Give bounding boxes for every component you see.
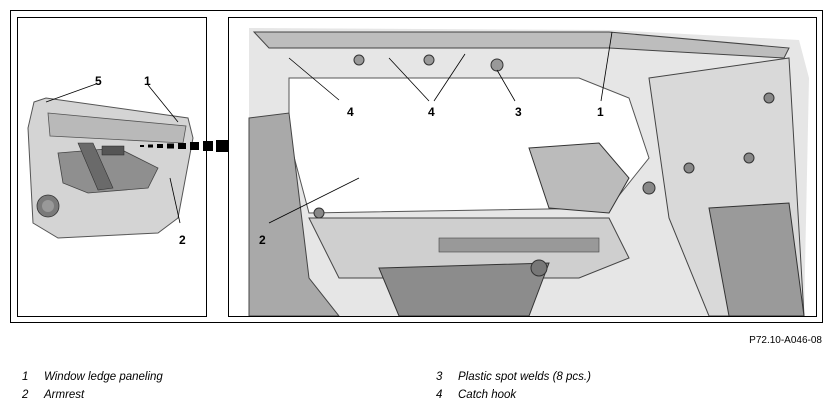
- legend-right: 3 Plastic spot welds (8 pcs.) 4 Catch ho…: [436, 368, 591, 404]
- legend-label: Catch hook: [458, 389, 517, 401]
- detail-view: 4 4 3 1 2: [228, 17, 817, 317]
- legend-number: 4: [436, 389, 443, 401]
- legend-number: 1: [22, 371, 29, 383]
- door-panel-detail-drawing: [248, 28, 809, 316]
- figure-reference-code: P72.10-A046-08: [749, 335, 822, 346]
- legend-left: 1 Window ledge paneling 2 Armrest: [22, 368, 163, 404]
- legend-number: 3: [436, 371, 443, 383]
- legend-label: Plastic spot welds (8 pcs.): [458, 371, 591, 383]
- callout-5: 5: [95, 74, 102, 88]
- legend-label: Armrest: [44, 389, 85, 401]
- door-overview-drawing: [27, 83, 194, 239]
- legend-item: 3 Plastic spot welds (8 pcs.): [436, 368, 591, 386]
- callout-2: 2: [259, 233, 266, 247]
- legend-item: 2 Armrest: [22, 386, 163, 404]
- callout-4a: 4: [347, 105, 354, 119]
- callout-3: 3: [515, 105, 522, 119]
- callout-1: 1: [597, 105, 604, 119]
- callout-2: 2: [179, 233, 186, 247]
- legend-item: 4 Catch hook: [436, 386, 591, 404]
- zoom-arrow-icon: [140, 139, 230, 153]
- door-overview-inset: 5 1 2: [17, 17, 207, 317]
- legend-number: 2: [22, 389, 29, 401]
- callout-1: 1: [144, 74, 151, 88]
- legend-label: Window ledge paneling: [44, 371, 163, 383]
- legend-item: 1 Window ledge paneling: [22, 368, 163, 386]
- callout-4b: 4: [428, 105, 435, 119]
